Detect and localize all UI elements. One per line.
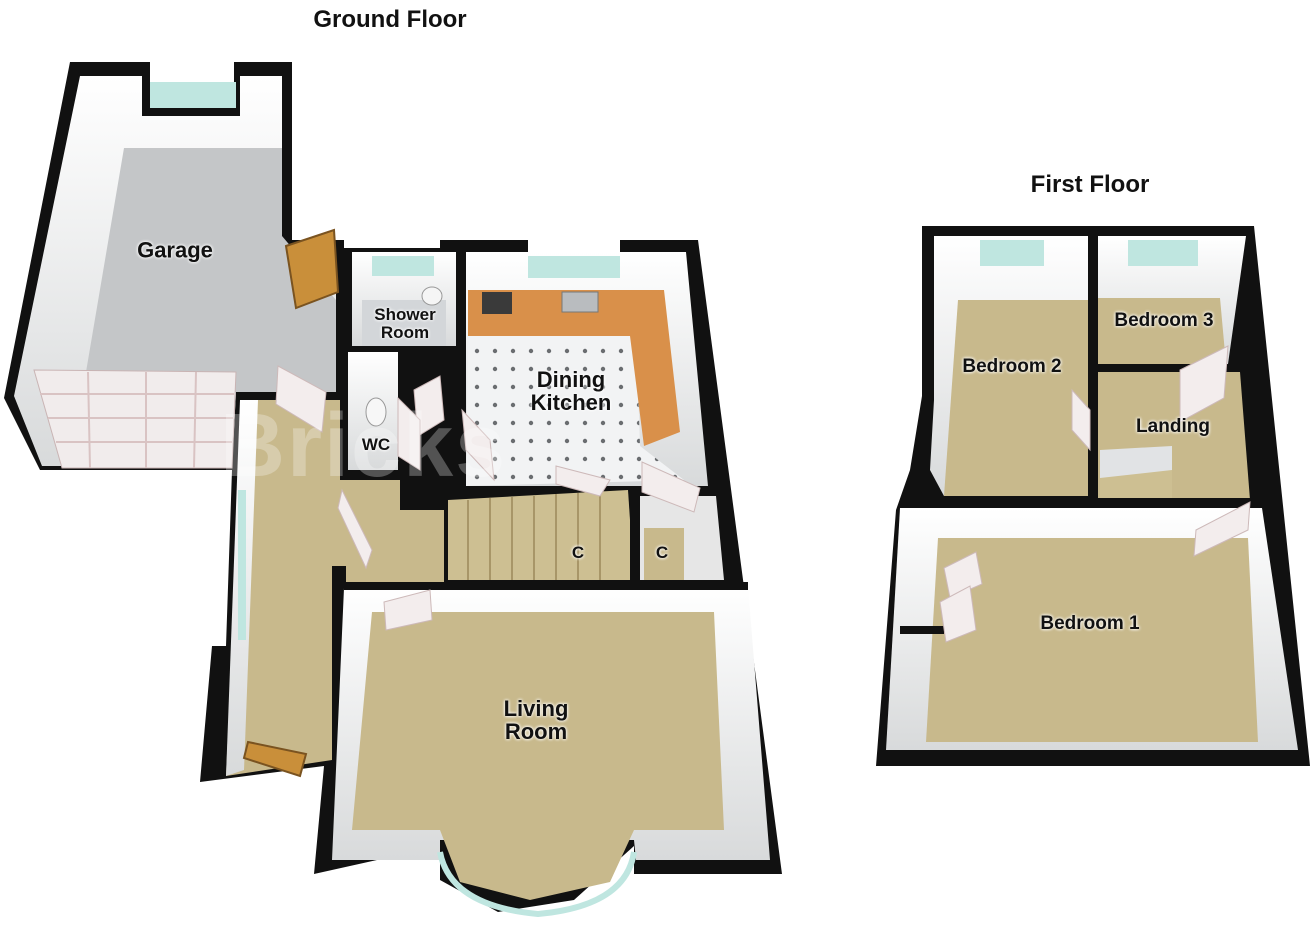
garage-door bbox=[33, 369, 237, 469]
kitchen-window bbox=[528, 256, 620, 278]
living-room-label: Living Room bbox=[503, 695, 569, 744]
bedroom-1-floor bbox=[926, 538, 1258, 742]
garage-label: Garage bbox=[137, 237, 213, 263]
bedroom-2-floor bbox=[944, 300, 1088, 496]
stair-treads bbox=[467, 492, 601, 580]
cupboard-divider-wall bbox=[630, 486, 640, 582]
hallway-window bbox=[238, 490, 246, 640]
bedroom-1-top-wall bbox=[908, 498, 1264, 508]
bedroom-1-label: Bedroom 1 bbox=[1040, 613, 1140, 635]
first-floor-plan bbox=[876, 226, 1310, 766]
garage-side-door bbox=[284, 228, 340, 310]
front-door bbox=[242, 740, 308, 778]
bedroom-3-label: Bedroom 3 bbox=[1114, 310, 1214, 332]
landing-label: Landing bbox=[1136, 416, 1210, 438]
shower-room-label: Shower Room bbox=[374, 305, 436, 342]
first-floor-title: First Floor bbox=[1030, 171, 1150, 198]
living-room-top-wall bbox=[344, 582, 748, 590]
ground-floor-doors bbox=[275, 365, 701, 631]
ground-floor-plan bbox=[4, 62, 782, 918]
ground-staircase bbox=[448, 490, 634, 580]
living-room-floor bbox=[352, 612, 724, 900]
hall-cupboard-label: C bbox=[655, 543, 669, 563]
kitchen-worktop bbox=[468, 290, 680, 446]
wc-toilet bbox=[365, 397, 387, 427]
bedroom-2-label: Bedroom 2 bbox=[962, 356, 1062, 378]
landing-stairs-treads bbox=[1100, 470, 1172, 500]
kitchen-wall-left bbox=[458, 248, 466, 488]
wc-label: WC bbox=[361, 435, 391, 455]
garage-window bbox=[150, 82, 236, 108]
bedroom-2-window bbox=[980, 240, 1044, 266]
wardrobe-wall bbox=[900, 626, 944, 634]
hall-cupboard-carpet bbox=[644, 528, 684, 580]
first-floor-doors bbox=[939, 345, 1251, 643]
bedroom-3-bottom-wall bbox=[1094, 364, 1244, 372]
kitchen-sink bbox=[561, 291, 599, 313]
ground-floor-title: Ground Floor bbox=[313, 6, 467, 33]
bay-window bbox=[437, 851, 637, 918]
dining-kitchen-label: Dining Kitchen bbox=[530, 366, 612, 415]
kitchen-hob bbox=[482, 292, 512, 314]
dining-kitchen-floor bbox=[466, 330, 684, 486]
first-floor-wall-divider bbox=[1088, 232, 1098, 502]
shower-room-window bbox=[372, 256, 434, 276]
shower-room-basin bbox=[421, 286, 443, 306]
watermark: Bricks bbox=[220, 396, 508, 496]
wc-wall bbox=[338, 350, 348, 470]
bedroom-3-window bbox=[1128, 240, 1198, 266]
bedroom-3-floor bbox=[1098, 298, 1226, 364]
shower-room-tiles bbox=[362, 300, 446, 346]
stairs-cupboard-label: C bbox=[571, 543, 585, 563]
